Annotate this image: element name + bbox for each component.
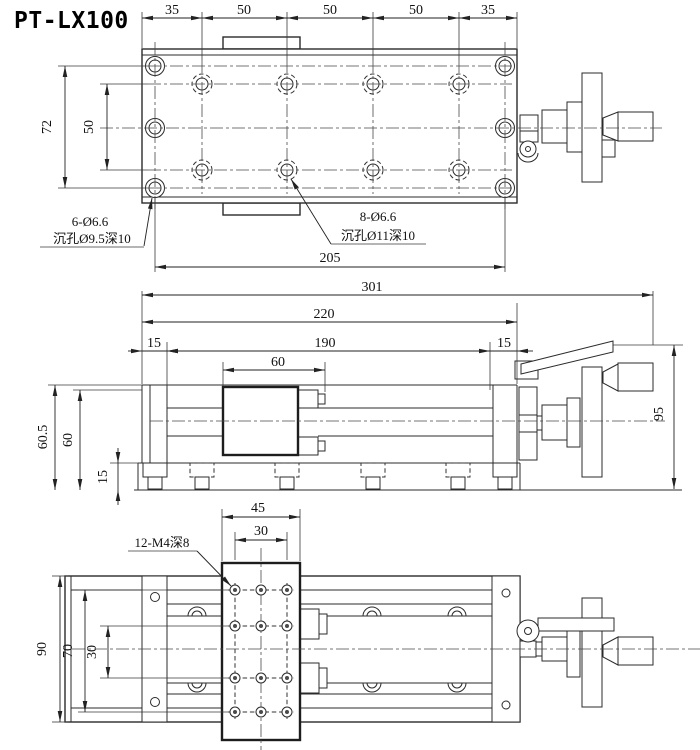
dim-carriage-60: 60 — [271, 355, 285, 370]
leader-carriage-holes — [290, 178, 332, 245]
dim-knob-height-95: 95 — [652, 407, 667, 421]
note-carriage-holes-line1: 8-Ø6.6 — [360, 209, 397, 224]
end-plate — [518, 386, 538, 461]
top-view-notes: 6-Ø6.6 沉孔Ø9.5深10 8-Ø6.6 沉孔Ø11深10 — [40, 178, 426, 248]
dim-hole-rows-50: 50 — [82, 120, 97, 134]
dim-right-offset-15: 15 — [497, 336, 511, 351]
shaft-flange — [566, 397, 581, 448]
leader-tapped-holes — [196, 550, 232, 587]
note-corner-holes-line2: 沉孔Ø9.5深10 — [53, 231, 131, 246]
top-view-knob-assembly — [517, 72, 654, 183]
plate-holes — [228, 548, 294, 750]
clamp-bracket — [519, 114, 539, 143]
dim-table-height-60: 60 — [61, 433, 76, 447]
top-view-centerlines — [100, 42, 662, 212]
dim-hole-span-205: 205 — [320, 251, 341, 266]
top-view-dimensions: 35 50 50 50 35 72 50 205 — [40, 3, 518, 272]
bottom-view-body — [64, 561, 521, 742]
dim-hole-rows-30: 30 — [85, 645, 100, 659]
dim-body-length-220: 220 — [314, 307, 335, 322]
dim-hole-cols-30: 30 — [254, 524, 268, 539]
front-view-dimensions: 301 220 15 190 15 60 60.5 60 — [36, 280, 683, 505]
note-corner-holes-line1: 6-Ø6.6 — [72, 214, 109, 229]
shaft-block — [541, 109, 568, 144]
carriage-side-tab-upper — [297, 389, 319, 409]
dim-hole-rows-72: 72 — [40, 120, 55, 134]
dim-body-width-90: 90 — [35, 642, 50, 656]
knob-grip — [617, 362, 654, 392]
knob-taper — [602, 636, 619, 666]
dim-top-50-a: 50 — [237, 3, 251, 18]
dim-top-50-c: 50 — [409, 3, 423, 18]
bearing-arcs — [187, 606, 467, 693]
dim-travel-190: 190 — [315, 336, 336, 351]
bottom-view-dimensions: 90 70 30 45 30 — [35, 501, 301, 723]
note-carriage-holes-line2: 沉孔Ø11深10 — [341, 228, 415, 243]
bottom-view-notes: 12-M4深8 — [128, 535, 232, 587]
front-view-knob-assembly — [514, 340, 654, 478]
carriage-tab-top — [222, 36, 301, 50]
knob-disk — [581, 366, 603, 478]
dim-overall-length-301: 301 — [362, 280, 383, 295]
clamp-lever — [537, 617, 615, 632]
plate-side-tab-upper — [299, 608, 320, 640]
pivot-arc — [517, 152, 539, 163]
dim-top-50-b: 50 — [323, 3, 337, 18]
note-tapped-holes: 12-M4深8 — [135, 535, 190, 550]
bottom-view: 90 70 30 45 30 12-M4深8 — [35, 501, 700, 750]
dim-overall-height-60p5: 60.5 — [36, 425, 51, 450]
dim-left-offset-15: 15 — [147, 336, 161, 351]
clamp-lever — [520, 340, 614, 375]
knob-grip — [617, 111, 654, 142]
bottom-view-knob-assembly — [516, 597, 654, 708]
front-view-feet — [142, 462, 518, 490]
knob-taper — [602, 111, 619, 142]
shaft-flange — [566, 101, 583, 153]
dim-top-35-left: 35 — [165, 3, 179, 18]
dim-hole-rows-70: 70 — [61, 644, 76, 658]
clamp-lever-tip — [601, 139, 616, 158]
knob-grip — [617, 636, 654, 666]
plate-side-tab-lower — [299, 662, 320, 694]
carriage-side-tab-lower — [297, 436, 319, 456]
knob-disk — [581, 597, 603, 708]
dim-plate-width-45: 45 — [251, 501, 265, 516]
knob-disk — [581, 72, 603, 183]
dim-top-35-right: 35 — [481, 3, 495, 18]
knob-taper — [602, 363, 619, 392]
top-view-body — [141, 36, 518, 216]
drawing-title: PT-LX100 — [14, 8, 129, 34]
dim-base-height-15: 15 — [96, 470, 111, 484]
carriage-tab-bottom — [222, 202, 301, 216]
top-view: 35 50 50 50 35 72 50 205 6-Ø6.6 沉孔Ø9.5深1… — [40, 3, 662, 272]
shaft-flange — [566, 629, 581, 678]
stage-body-outline — [141, 48, 518, 204]
shaft-block — [541, 404, 568, 441]
front-view: 301 220 15 190 15 60 60.5 60 — [36, 280, 683, 505]
leader-corner-holes — [143, 197, 153, 247]
